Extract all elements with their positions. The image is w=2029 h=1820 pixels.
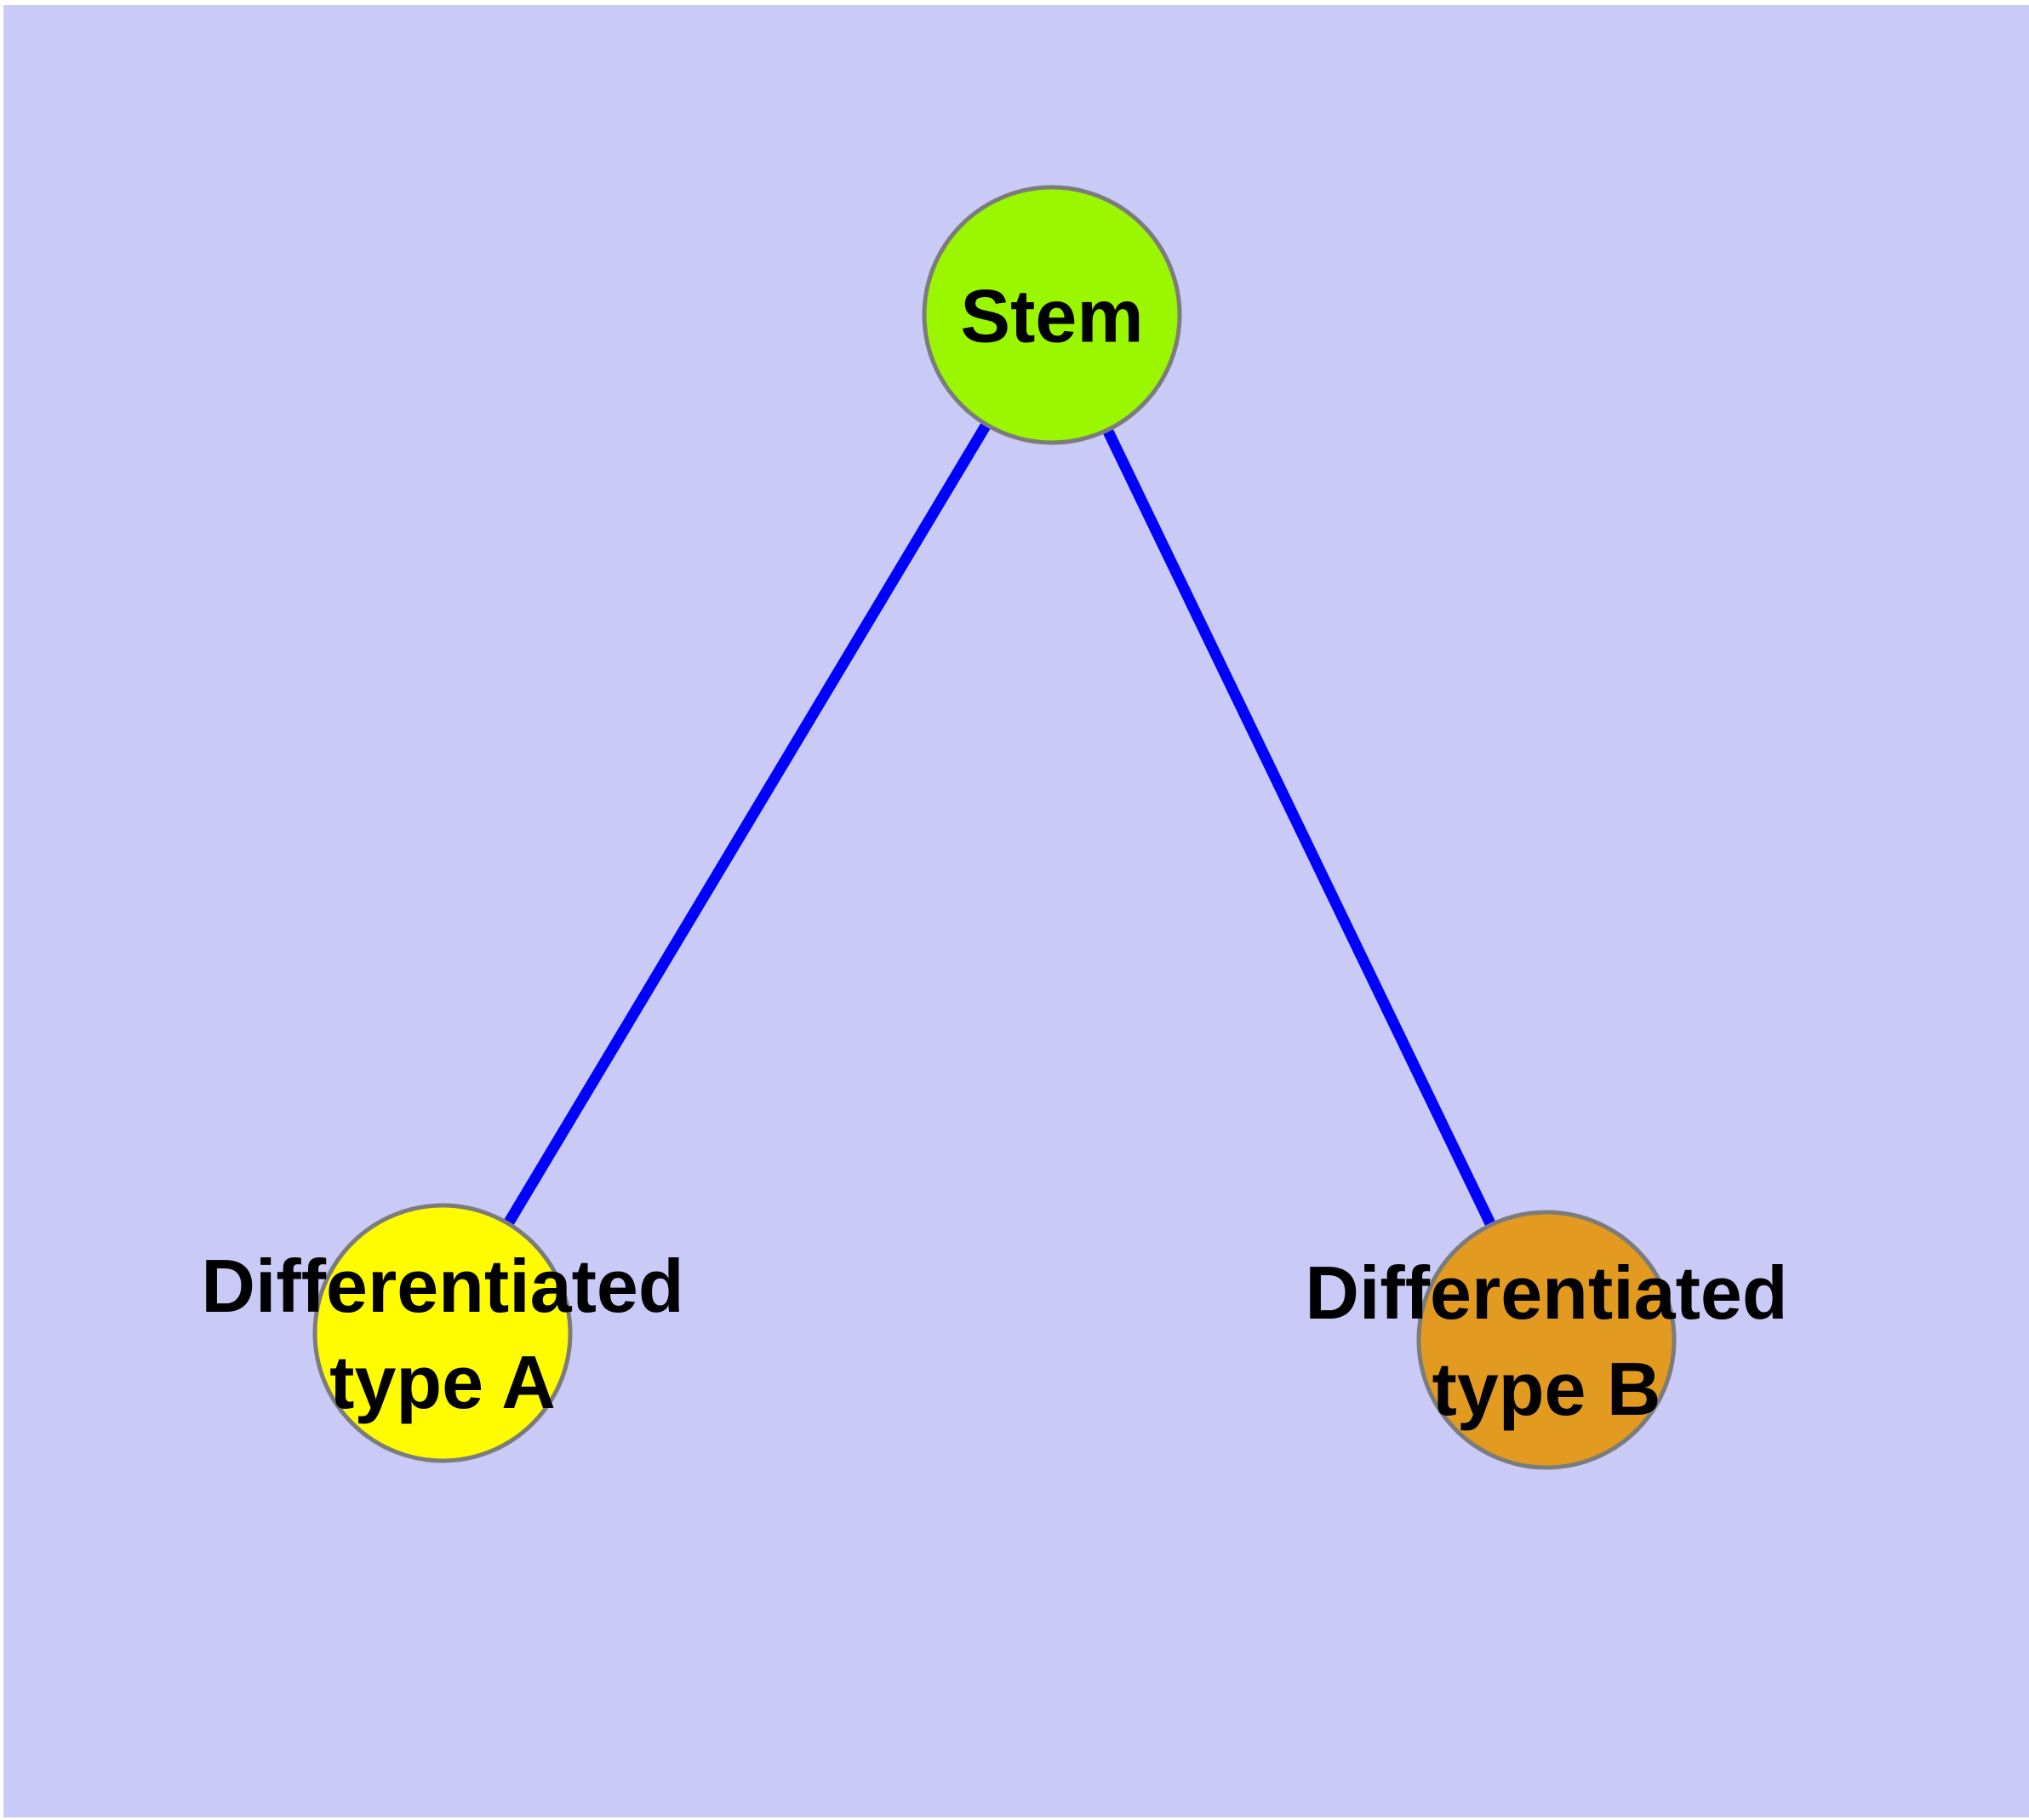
edges-layer bbox=[437, 312, 1552, 1342]
node-type-b-circle bbox=[1416, 1210, 1677, 1470]
node-stem-label: Stem bbox=[960, 274, 1143, 358]
node-type-a-circle bbox=[312, 1203, 573, 1463]
nodes-layer bbox=[312, 185, 1677, 1470]
node-stem-circle bbox=[922, 185, 1182, 445]
edge-stem-type-a bbox=[437, 312, 1057, 1336]
edge-stem-type-b bbox=[1047, 312, 1552, 1342]
